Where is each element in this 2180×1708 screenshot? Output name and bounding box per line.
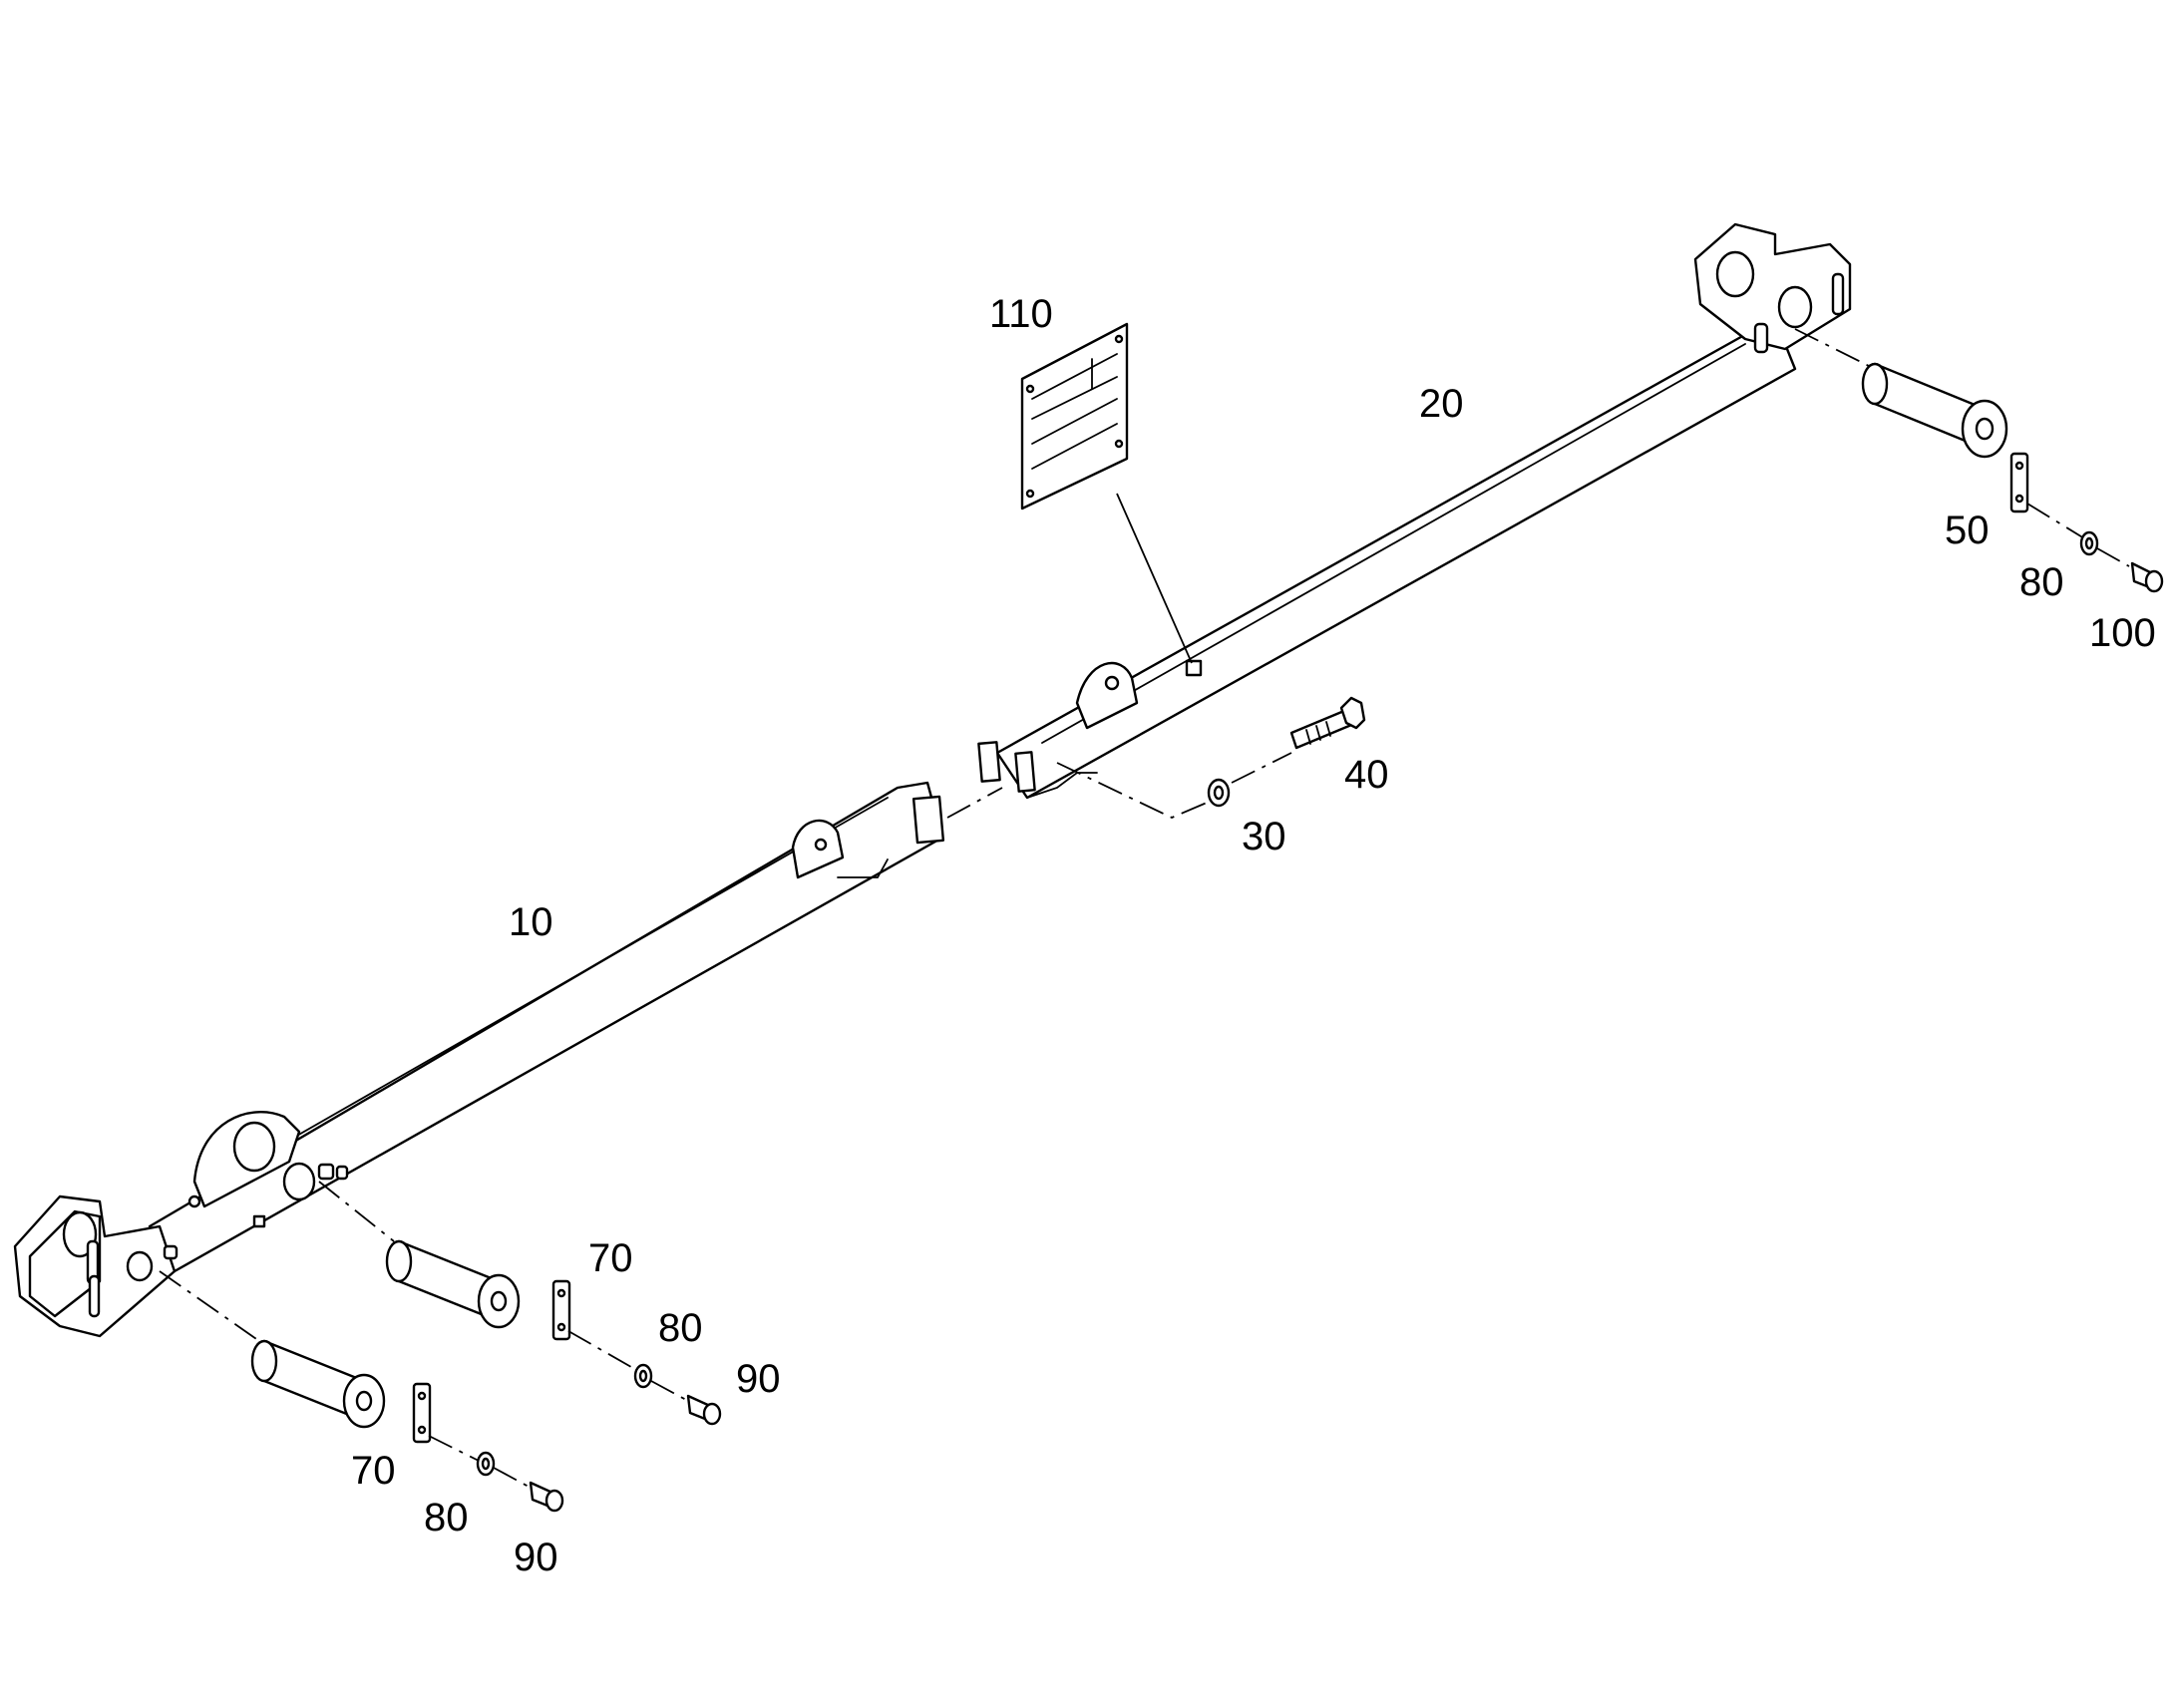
pin-lower-mid[interactable] [385,1239,521,1329]
frame-rail-20[interactable] [977,222,1852,800]
rail-20-end-bracket [1693,222,1852,351]
callout-90-mid: 90 [736,1357,781,1401]
lock-plate-70-mid[interactable] [551,1279,571,1341]
label-plate-110[interactable] [1020,322,1193,664]
callout-20: 20 [1419,382,1464,426]
callout-70-left: 70 [351,1449,396,1493]
lock-plate-50[interactable] [2009,452,2029,513]
washer-30[interactable] [1207,778,1231,808]
callout-100: 100 [2089,611,2156,655]
callout-30: 30 [1242,815,1286,858]
bolt-40[interactable] [1289,696,1366,750]
callout-50: 50 [1945,509,1990,552]
callout-90-left: 90 [514,1536,558,1579]
callout-10: 10 [509,900,553,944]
pin-lower-left[interactable] [250,1339,386,1429]
callout-80-mid: 80 [658,1306,703,1350]
washer-80-left[interactable] [476,1451,496,1477]
lock-plate-70-left[interactable] [412,1382,432,1444]
callout-70-mid: 70 [588,1236,633,1280]
frame-rail-10[interactable] [13,781,945,1338]
callout-110: 110 [989,292,1053,336]
bolt-100[interactable] [2130,561,2164,593]
callout-80-left: 80 [424,1496,469,1539]
bolt-90-mid[interactable] [686,1394,722,1426]
washer-80-upper[interactable] [2079,530,2099,556]
bolt-90-left[interactable] [529,1481,564,1513]
callout-40: 40 [1344,753,1389,797]
pin-upper-right[interactable] [1861,362,2008,459]
callout-80-upper: 80 [2019,560,2064,604]
washer-80-mid[interactable] [633,1363,653,1389]
